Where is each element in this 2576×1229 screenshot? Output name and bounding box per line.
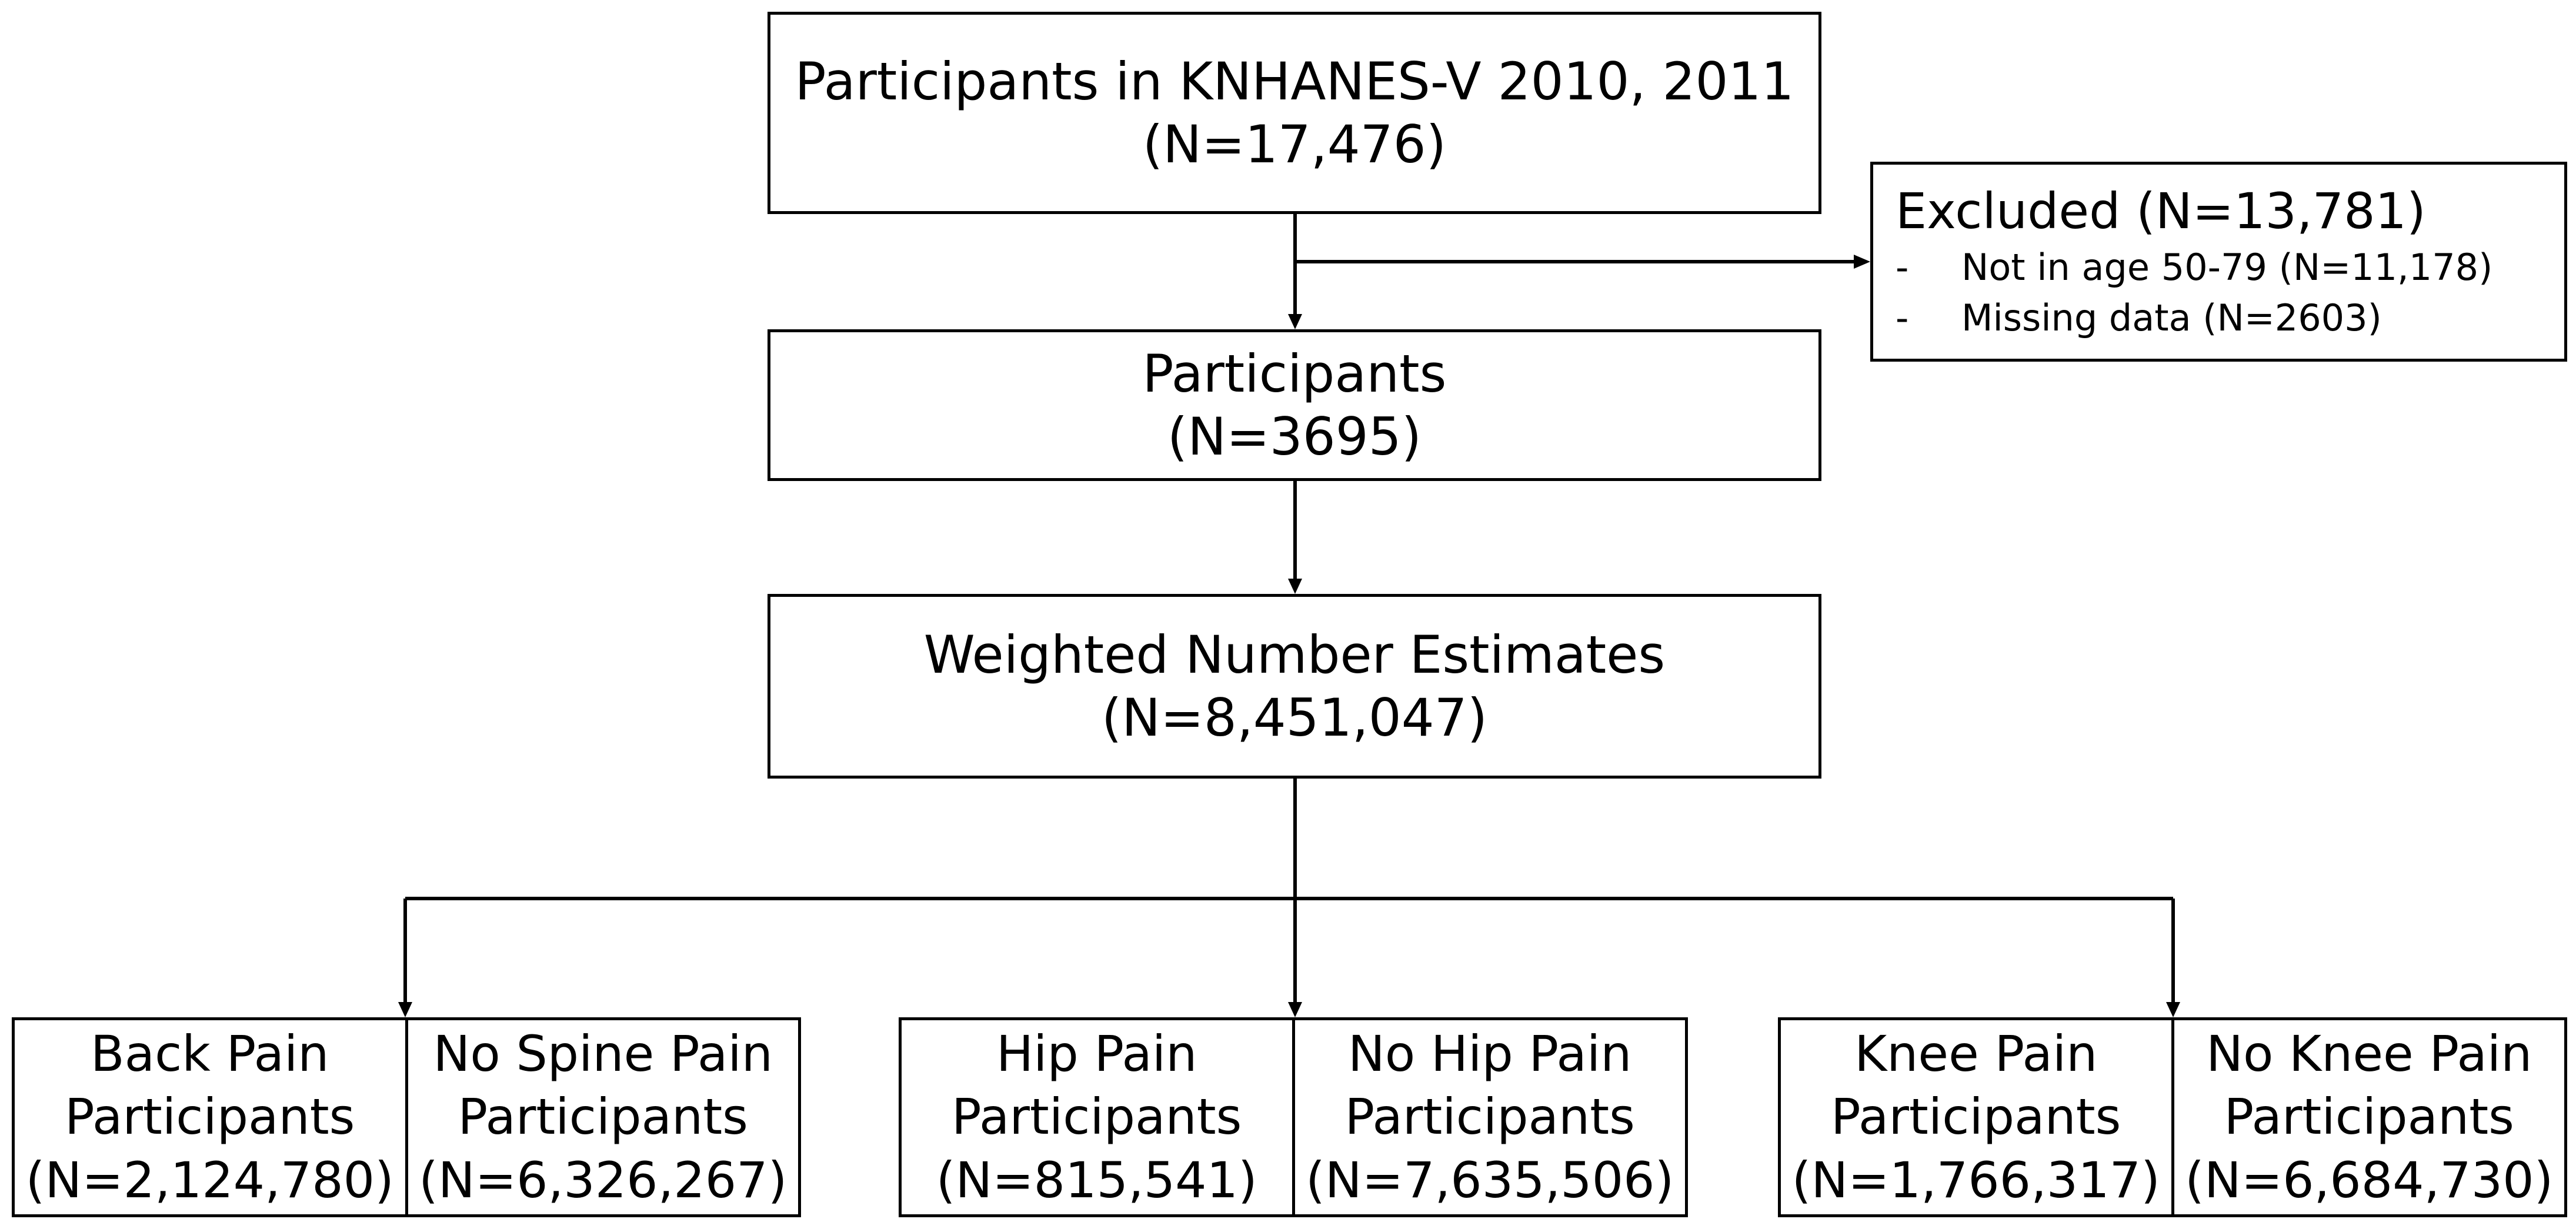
- no-knee-pain-participants-label: Participants: [2224, 1088, 2514, 1146]
- hip-pain-group: Hip Pain Participants (N=815,541) No Hip…: [899, 1017, 1688, 1217]
- excluded-item: - Missing data (N=2603): [1896, 293, 2382, 343]
- participants-title: Participants: [1142, 343, 1447, 404]
- back-pain-count: (N=2,124,780): [25, 1151, 394, 1209]
- excluded-item-bullet: -: [1896, 245, 1909, 289]
- excluded-item-text: Missing data (N=2603): [1961, 296, 2382, 339]
- weighted-estimates-title: Weighted Number Estimates: [923, 624, 1666, 685]
- arrowhead-hip: [1288, 1002, 1302, 1017]
- hip-pain-label: Hip Pain: [996, 1024, 1197, 1083]
- no-spine-pain-cell: No Spine Pain Participants (N=6,326,267): [405, 1020, 799, 1214]
- excluded-item-text: Not in age 50-79 (N=11,178): [1961, 245, 2493, 289]
- no-spine-pain-label: No Spine Pain: [433, 1024, 773, 1083]
- back-pain-participants-label: Participants: [65, 1088, 355, 1146]
- excluded-item-bullet: -: [1896, 296, 1909, 339]
- arrowhead-excluded: [1854, 255, 1870, 269]
- no-hip-pain-cell: No Hip Pain Participants (N=7,635,506): [1292, 1020, 1686, 1214]
- knee-pain-count: (N=1,766,317): [1791, 1151, 2160, 1209]
- no-hip-pain-participants-label: Participants: [1344, 1088, 1635, 1146]
- knee-pain-cell: Knee Pain Participants (N=1,766,317): [1781, 1020, 2171, 1214]
- total-participants-count: (N=17,476): [1142, 114, 1447, 175]
- arrowhead-weighted: [1288, 579, 1302, 594]
- excluded-item: - Not in age 50-79 (N=11,178): [1896, 242, 2492, 293]
- no-knee-pain-label: No Knee Pain: [2206, 1024, 2532, 1083]
- knee-pain-group: Knee Pain Participants (N=1,766,317) No …: [1778, 1017, 2567, 1217]
- back-pain-group: Back Pain Participants (N=2,124,780) No …: [12, 1017, 801, 1217]
- weighted-estimates-box: Weighted Number Estimates (N=8,451,047): [768, 594, 1821, 779]
- hip-pain-participants-label: Participants: [952, 1088, 1242, 1146]
- back-pain-label: Back Pain: [90, 1024, 329, 1083]
- arrowhead-participants: [1288, 314, 1302, 329]
- no-spine-pain-participants-label: Participants: [458, 1088, 748, 1146]
- total-participants-box: Participants in KNHANES-V 2010, 2011 (N=…: [768, 12, 1821, 214]
- knee-pain-label: Knee Pain: [1854, 1024, 2098, 1083]
- no-knee-pain-count: (N=6,684,730): [2185, 1151, 2554, 1209]
- excluded-box: Excluded (N=13,781) - Not in age 50-79 (…: [1870, 162, 2567, 362]
- excluded-title: Excluded (N=13,781): [1896, 182, 2426, 240]
- participants-count: (N=3695): [1167, 406, 1422, 467]
- hip-pain-count: (N=815,541): [936, 1151, 1257, 1209]
- participants-box: Participants (N=3695): [768, 329, 1821, 481]
- no-hip-pain-label: No Hip Pain: [1348, 1024, 1632, 1083]
- hip-pain-cell: Hip Pain Participants (N=815,541): [902, 1020, 1292, 1214]
- arrowhead-knee: [2166, 1002, 2180, 1017]
- arrowhead-back: [398, 1002, 412, 1017]
- back-pain-cell: Back Pain Participants (N=2,124,780): [15, 1020, 405, 1214]
- no-spine-pain-count: (N=6,326,267): [419, 1151, 788, 1209]
- knee-pain-participants-label: Participants: [1831, 1088, 2121, 1146]
- total-participants-title: Participants in KNHANES-V 2010, 2011: [795, 51, 1794, 112]
- weighted-estimates-count: (N=8,451,047): [1101, 687, 1488, 748]
- no-hip-pain-count: (N=7,635,506): [1306, 1151, 1674, 1209]
- no-knee-pain-cell: No Knee Pain Participants (N=6,684,730): [2171, 1020, 2565, 1214]
